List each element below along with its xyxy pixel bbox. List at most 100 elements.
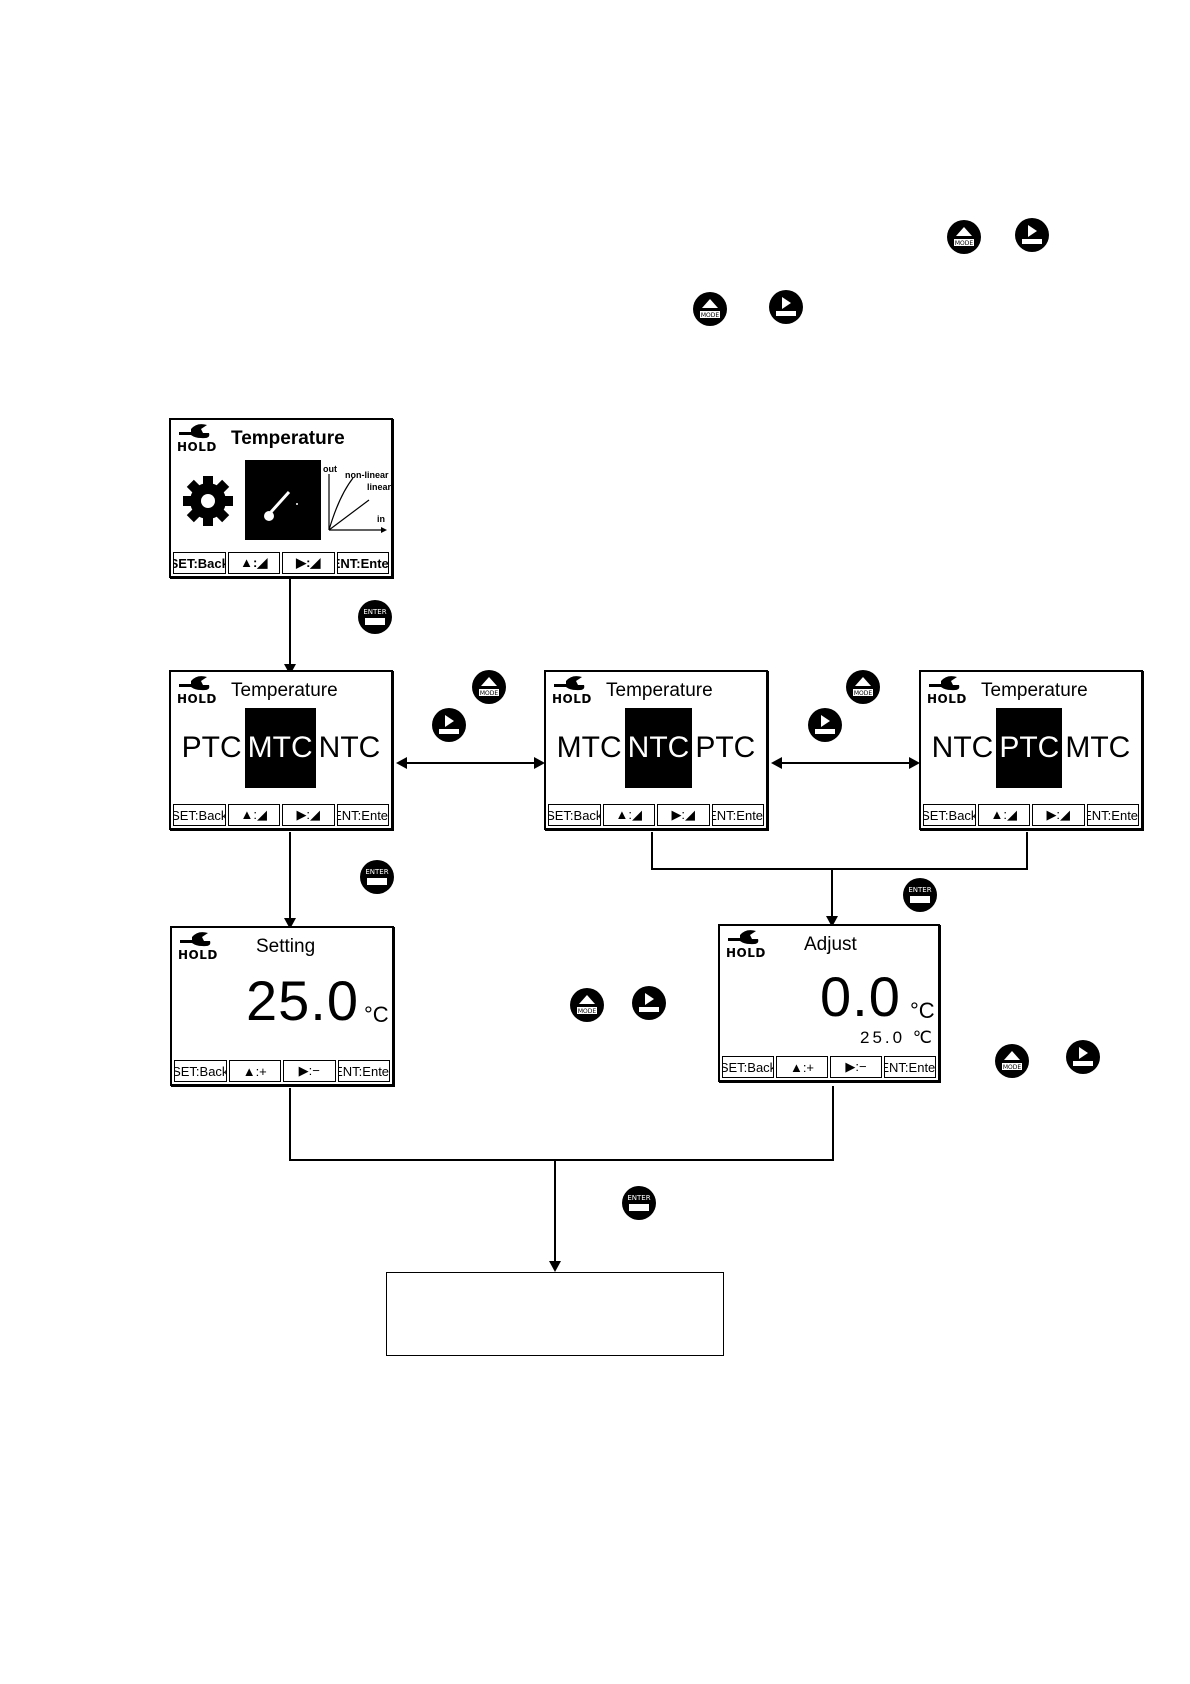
- option-ptc-selected[interactable]: PTC: [996, 708, 1063, 788]
- temperature-setting-screen: HOLD Setting 25.0 °C SET:Back ▲:+ ▶:− EN…: [170, 926, 394, 1086]
- flow-line: [289, 1159, 834, 1161]
- flow-line: [651, 868, 1028, 870]
- flow-line: [831, 868, 833, 918]
- softkey-bar: SET:Back ▲:◢ ▶:◢ ENT:Enter: [548, 804, 764, 826]
- arrow-head: [909, 757, 920, 769]
- gear-icon: [183, 476, 233, 526]
- right-button-icon[interactable]: [769, 290, 803, 324]
- mode-button-icon[interactable]: MODE: [995, 1044, 1029, 1078]
- arrow-head: [284, 664, 296, 675]
- softkey-right[interactable]: ▶:◢: [657, 804, 710, 826]
- adjust-value: 0.0: [820, 965, 901, 1028]
- svg-text:MODE: MODE: [955, 240, 974, 247]
- setting-unit: °C: [364, 1002, 389, 1027]
- right-button-icon[interactable]: [632, 986, 666, 1020]
- svg-text:ENTER: ENTER: [363, 608, 386, 616]
- sensor-options: PTC MTC NTC: [171, 708, 391, 788]
- right-button-icon[interactable]: [432, 708, 466, 742]
- svg-text:MODE: MODE: [480, 690, 499, 697]
- arrow-head: [826, 916, 838, 927]
- flow-line: [779, 762, 911, 764]
- softkey-enter[interactable]: ENT:Enter: [336, 552, 389, 574]
- hold-indicator: HOLD: [724, 928, 765, 962]
- option-ntc-selected[interactable]: NTC: [624, 708, 693, 788]
- mode-button-icon[interactable]: MODE: [472, 670, 506, 704]
- option-mtc[interactable]: MTC: [556, 731, 622, 764]
- softkey-plus[interactable]: ▲:+: [776, 1056, 828, 1078]
- softkey-back[interactable]: SET:Back: [923, 804, 976, 826]
- mode-button-icon[interactable]: MODE: [846, 670, 880, 704]
- softkey-bar: SET:Back ▲:◢ ▶:◢ ENT:Enter: [173, 552, 389, 574]
- softkey-plus[interactable]: ▲:+: [228, 1060, 281, 1082]
- softkey-enter[interactable]: ENT:Enter: [337, 1060, 390, 1082]
- sensor-options: MTC NTC PTC: [546, 708, 766, 788]
- softkey-back[interactable]: SET:Back: [173, 552, 226, 574]
- flow-line: [404, 762, 536, 764]
- softkey-back[interactable]: SET:Back: [722, 1056, 774, 1078]
- wrench-icon: [179, 676, 210, 691]
- softkey-minus[interactable]: ▶:−: [830, 1056, 882, 1078]
- mode-button-icon[interactable]: MODE: [570, 988, 604, 1022]
- softkey-up[interactable]: ▲:◢: [977, 804, 1030, 826]
- flow-line: [1026, 832, 1028, 870]
- softkey-minus[interactable]: ▶:−: [283, 1060, 336, 1082]
- screen-title: Adjust: [804, 934, 857, 955]
- right-button-icon[interactable]: [808, 708, 842, 742]
- wrench-icon: [554, 676, 585, 691]
- enter-button-icon[interactable]: ENTER: [622, 1186, 656, 1220]
- option-ptc[interactable]: PTC: [181, 731, 242, 764]
- softkey-enter[interactable]: ENT:Enter: [884, 1056, 936, 1078]
- hold-indicator: HOLD: [176, 930, 217, 964]
- hold-indicator: HOLD: [550, 674, 591, 708]
- enter-button-icon[interactable]: ENTER: [903, 878, 937, 912]
- setting-value: 25.0: [246, 969, 359, 1032]
- softkey-back[interactable]: SET:Back: [174, 1060, 227, 1082]
- option-mtc[interactable]: MTC: [1065, 731, 1131, 764]
- arrow-head: [396, 757, 407, 769]
- arrow-head: [284, 918, 296, 929]
- option-ptc[interactable]: PTC: [695, 731, 756, 764]
- wrench-icon: [180, 932, 211, 947]
- option-ntc[interactable]: NTC: [931, 731, 994, 764]
- temperature-ntc-screen: HOLD Temperature MTC NTC PTC SET:Back ▲:…: [544, 670, 768, 830]
- softkey-back[interactable]: SET:Back: [548, 804, 601, 826]
- softkey-bar: SET:Back ▲:◢ ▶:◢ ENT:Enter: [923, 804, 1139, 826]
- svg-text:ENTER: ENTER: [908, 886, 931, 894]
- softkey-enter[interactable]: ENT:Enter: [711, 804, 764, 826]
- flow-line: [651, 832, 653, 870]
- thermometer-icon: [245, 460, 321, 540]
- temperature-menu-screen: HOLD Temperature: [169, 418, 393, 578]
- arrow-head: [549, 1261, 561, 1272]
- right-button-icon[interactable]: [1066, 1040, 1100, 1074]
- arrow-head: [534, 757, 545, 769]
- result-box: [386, 1272, 724, 1356]
- softkey-up[interactable]: ▲:◢: [602, 804, 655, 826]
- softkey-right[interactable]: ▶:◢: [282, 552, 335, 574]
- wrench-icon: [179, 424, 210, 439]
- right-button-icon[interactable]: [1015, 218, 1049, 252]
- temperature-ptc-screen: HOLD Temperature NTC PTC MTC SET:Back ▲:…: [919, 670, 1143, 830]
- svg-text:MODE: MODE: [854, 690, 873, 697]
- softkey-up[interactable]: ▲:◢: [227, 804, 280, 826]
- wrench-icon: [929, 676, 960, 691]
- current-temperature: 25.0 ℃: [860, 1028, 935, 1047]
- enter-button-icon[interactable]: ENTER: [358, 600, 392, 634]
- flow-line: [289, 832, 291, 920]
- option-mtc-selected[interactable]: MTC: [244, 708, 316, 788]
- softkey-up[interactable]: ▲:◢: [227, 552, 280, 574]
- softkey-enter[interactable]: ENT:Enter: [1086, 804, 1139, 826]
- softkey-back[interactable]: SET:Back: [173, 804, 226, 826]
- screen-title: Temperature: [231, 680, 338, 701]
- enter-button-icon[interactable]: ENTER: [360, 860, 394, 894]
- mode-button-icon[interactable]: MODE: [947, 220, 981, 254]
- softkey-right[interactable]: ▶:◢: [1032, 804, 1085, 826]
- hold-indicator: HOLD: [925, 674, 966, 708]
- hold-indicator: HOLD: [175, 422, 216, 456]
- linearity-graph: out non-linear linear in: [323, 464, 391, 536]
- softkey-right[interactable]: ▶:◢: [282, 804, 335, 826]
- mode-button-icon[interactable]: MODE: [693, 292, 727, 326]
- temperature-adjust-screen: HOLD Adjust 0.0 °C 25.0 ℃ SET:Back ▲:+ ▶…: [718, 924, 940, 1082]
- softkey-enter[interactable]: ENT:Enter: [336, 804, 389, 826]
- option-ntc[interactable]: NTC: [318, 731, 381, 764]
- softkey-bar: SET:Back ▲:◢ ▶:◢ ENT:Enter: [173, 804, 389, 826]
